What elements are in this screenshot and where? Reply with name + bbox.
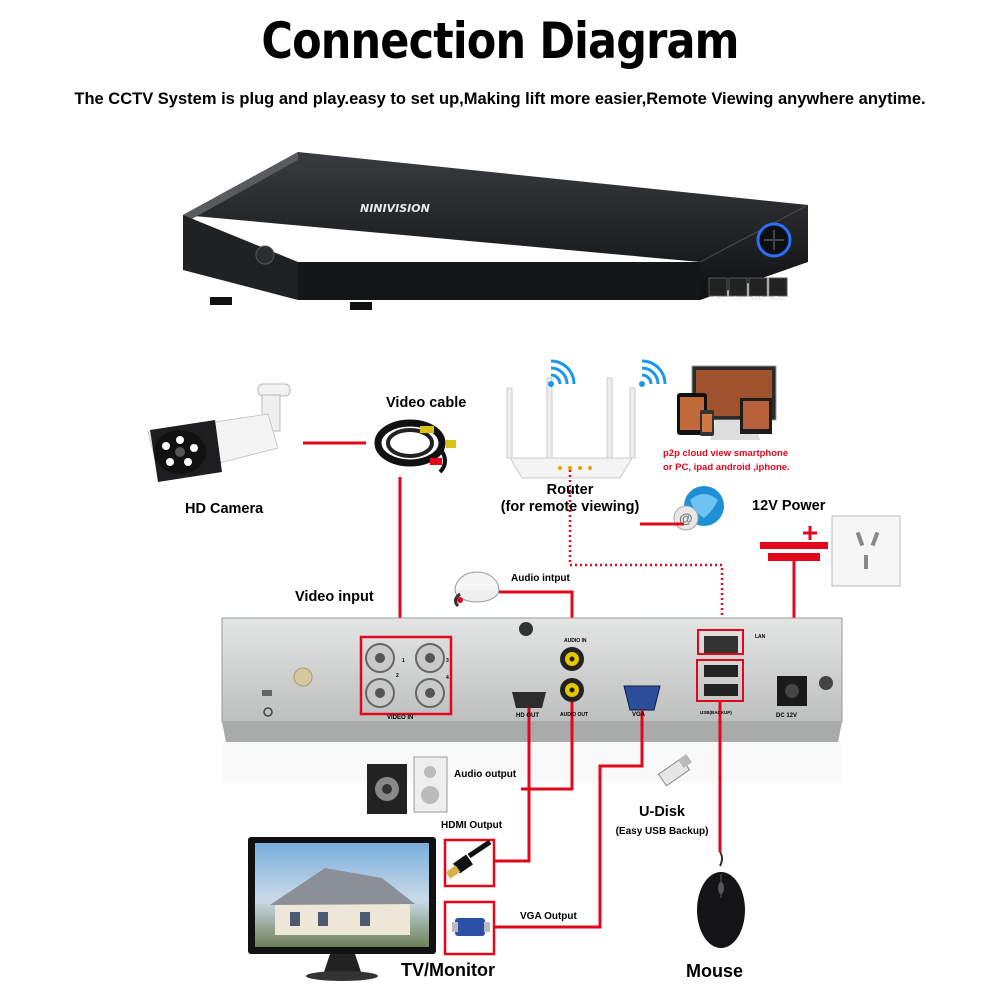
tv-monitor-icon — [248, 837, 436, 981]
power-label: 12V Power — [752, 498, 826, 514]
hdmi-output-label: HDMI Output — [441, 820, 503, 831]
router-icon — [506, 377, 636, 479]
usb-disk-icon — [657, 754, 692, 787]
audio-in-port-label: AUDIO IN — [564, 638, 587, 644]
rca-jacks — [560, 647, 584, 702]
audio-output-line — [521, 702, 574, 791]
dvr-button-label: MENU — [770, 296, 785, 302]
power-symbol-icon — [760, 526, 828, 561]
speakers-icon — [367, 756, 448, 814]
router-label: Router (for remote viewing) — [470, 482, 670, 516]
mouse-label: Mouse — [686, 961, 744, 981]
microphone-icon — [453, 571, 500, 608]
lan-usb-ports — [704, 636, 738, 696]
cloud-network-icon: @ — [673, 486, 724, 531]
mouse-icon — [697, 851, 745, 948]
hd-camera-icon — [147, 383, 291, 482]
router-label-line2: (for remote viewing) — [500, 499, 640, 515]
hdmi-port-label: HD OUT — [516, 713, 539, 719]
p2p-label-line2: or PC, ipad android ,iphone. — [663, 462, 790, 473]
dvr-button-menu[interactable] — [768, 277, 788, 297]
vga-port-label: VGA — [632, 712, 646, 718]
audio-input-label: Audio intput — [511, 573, 570, 584]
dvr-button-label: CH- — [713, 296, 722, 302]
wifi-icon — [639, 359, 667, 387]
dvr-button-esc[interactable] — [748, 277, 768, 297]
udisk-label: U-Disk — [639, 804, 685, 820]
bnc-connectors — [365, 643, 445, 708]
dvr-button-row: CH- CH+ ESC MENU — [708, 277, 788, 302]
hdmi-port — [512, 692, 546, 708]
lan-highlight — [697, 629, 744, 655]
svg-text:@: @ — [679, 510, 693, 526]
audio-out-port-label: AUDIO OUT — [560, 712, 589, 718]
hdmi-cable-icon — [445, 839, 492, 879]
hdmi-output-line — [494, 708, 531, 863]
vga-output-line — [494, 710, 644, 929]
wall-socket-icon — [831, 515, 901, 587]
tv-monitor-label: TV/Monitor — [401, 960, 495, 980]
dvr-button-ch-plus[interactable] — [728, 277, 748, 297]
video-input-label: Video input — [295, 589, 374, 605]
channel-number: 4 — [446, 675, 449, 681]
channel-number: 3 — [446, 658, 449, 664]
wifi-icon — [548, 359, 576, 387]
udisk-sublabel: (Easy USB Backup) — [615, 826, 709, 837]
p2p-label: p2p cloud view smartphone or PC, ipad an… — [663, 447, 790, 475]
dvr-brand: NINIVISION — [360, 202, 430, 215]
video-cable-label: Video cable — [386, 395, 467, 411]
dvr-button-label: ESC — [752, 296, 763, 302]
video-in-highlight — [359, 635, 453, 716]
vga-output-label: VGA Output — [520, 911, 577, 922]
p2p-label-line1: p2p cloud view smartphone — [663, 448, 789, 459]
dvr-button-label: CH+ — [733, 296, 743, 302]
page-title: Connection Diagram — [261, 12, 739, 70]
dvr-button-ch-minus[interactable] — [708, 277, 728, 297]
lan-dotted-line — [568, 470, 724, 636]
channel-number: 1 — [402, 658, 405, 664]
p2p-devices-icon — [677, 365, 777, 440]
hd-camera-label: HD Camera — [185, 501, 264, 517]
channel-number: 2 — [396, 673, 399, 679]
lan-port-label: LAN — [755, 634, 766, 640]
dc-port-label: DC 12V — [776, 713, 798, 719]
video-in-port-label: VIDEO IN — [387, 715, 414, 721]
audio-output-label: Audio output — [454, 769, 517, 780]
vga-cable-icon — [452, 918, 490, 936]
router-label-line1: Router — [546, 482, 594, 498]
usb-port-label: USB(BACKUP) — [700, 710, 732, 715]
dvr-front-unit: NINIVISION CH- CH+ ESC MENU — [183, 152, 809, 310]
video-cable-icon — [374, 419, 456, 474]
dvr-foot — [350, 302, 372, 310]
vga-port — [623, 685, 661, 711]
page-subtitle: The CCTV System is plug and play.easy to… — [74, 90, 926, 108]
dvr-foot — [210, 297, 232, 305]
